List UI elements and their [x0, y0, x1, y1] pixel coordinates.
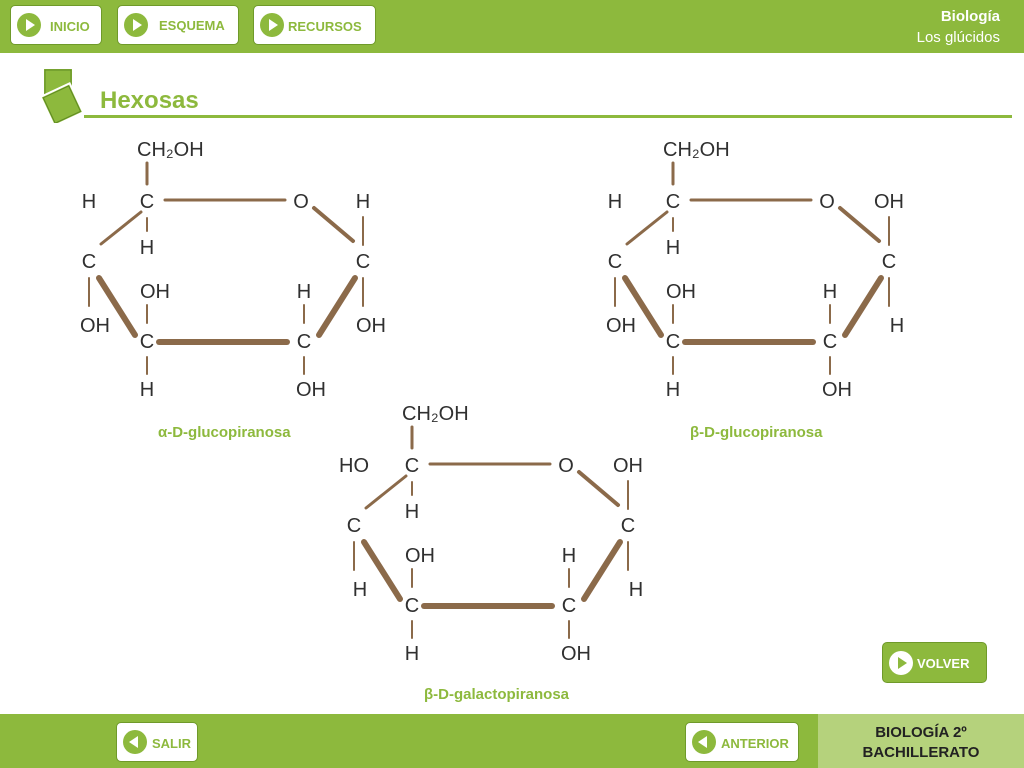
- atom-c5: C: [140, 191, 154, 213]
- caption-beta-d-glucopyranose: β-D-glucopiranosa: [690, 424, 823, 441]
- salir-label: SALIR: [152, 736, 191, 751]
- atom-c2-down: OH: [296, 379, 326, 401]
- subject-label: Biología: [940, 8, 1000, 25]
- atom-c1-down: H: [629, 579, 643, 601]
- back-arrow-icon: [123, 730, 147, 754]
- play-icon: [889, 651, 913, 675]
- esquema-label: ESQUEMA: [159, 18, 225, 33]
- atom-c1-down: H: [890, 315, 904, 337]
- stacked-squares-icon: [39, 67, 85, 123]
- atom-c5-down: H: [140, 237, 154, 259]
- atom-top: CH₂OH: [663, 139, 730, 161]
- title-divider: [84, 115, 1012, 118]
- atom-c5-down: H: [405, 501, 419, 523]
- course-badge: BIOLOGÍA 2º BACHILLERATO: [818, 714, 1024, 768]
- atom-c5: C: [405, 455, 419, 477]
- topic-label: Los glúcidos: [916, 29, 1000, 46]
- atom-c2-up: H: [823, 281, 837, 303]
- recursos-label: RECURSOS: [288, 19, 362, 34]
- atom-c3-up: OH: [140, 281, 170, 303]
- atom-c3: C: [405, 595, 419, 617]
- bond-2: [99, 210, 143, 246]
- volver-button[interactable]: VOLVER: [882, 642, 987, 683]
- play-icon: [17, 13, 41, 37]
- recursos-button[interactable]: RECURSOS: [253, 5, 376, 45]
- atom-c3-up: OH: [666, 281, 696, 303]
- atom-ring-o: O: [558, 455, 574, 477]
- atom-c3-down: H: [140, 379, 154, 401]
- atom-c1-up: H: [356, 191, 370, 213]
- atom-c4-down: OH: [606, 315, 636, 337]
- caption-alpha-d-glucopyranose: α-D-glucopiranosa: [158, 424, 291, 441]
- atom-ring-o: O: [293, 191, 309, 213]
- bond-7: [622, 275, 664, 338]
- back-arrow-icon: [692, 730, 716, 754]
- atom-ring-o: O: [819, 191, 835, 213]
- atom-c2-down: OH: [561, 643, 591, 665]
- atom-c3: C: [140, 331, 154, 353]
- atom-c5: C: [666, 191, 680, 213]
- atom-c2: C: [823, 331, 837, 353]
- atom-c4: C: [347, 515, 361, 537]
- atom-top: CH₂OH: [402, 403, 469, 425]
- inicio-label: INICIO: [50, 19, 90, 34]
- atom-c1-up: OH: [874, 191, 904, 213]
- atom-c1: C: [621, 515, 635, 537]
- bond-9: [581, 539, 623, 602]
- atom-c1: C: [356, 251, 370, 273]
- bond-7: [361, 539, 403, 602]
- atom-c4: C: [82, 251, 96, 273]
- header-info: Biología Los glúcidos: [917, 6, 1000, 48]
- page-title: Hexosas: [100, 87, 199, 114]
- atom-c4-down: OH: [80, 315, 110, 337]
- atom-c1-up: OH: [613, 455, 643, 477]
- atom-c3-down: H: [405, 643, 419, 665]
- atom-c4: C: [608, 251, 622, 273]
- bond-4: [838, 206, 881, 243]
- atom-c2-up: H: [297, 281, 311, 303]
- caption-beta-d-galactopyranose: β-D-galactopiranosa: [424, 686, 570, 703]
- atom-c2: C: [562, 595, 576, 617]
- atom-c1: C: [882, 251, 896, 273]
- play-icon: [124, 13, 148, 37]
- inicio-button[interactable]: INICIO: [10, 5, 102, 45]
- course-line-2: BACHILLERATO: [862, 744, 980, 761]
- atom-c5-left: H: [608, 191, 622, 213]
- bond-4: [312, 206, 355, 243]
- atom-c5-left: H: [82, 191, 96, 213]
- play-icon: [260, 13, 284, 37]
- bond-4: [577, 470, 620, 507]
- salir-button[interactable]: SALIR: [116, 722, 198, 762]
- bond-9: [842, 275, 884, 338]
- atom-c2: C: [297, 331, 311, 353]
- atom-c3-down: H: [666, 379, 680, 401]
- volver-label: VOLVER: [917, 656, 970, 671]
- atom-top: CH₂OH: [137, 139, 204, 161]
- atom-c5-down: H: [666, 237, 680, 259]
- course-line-1: BIOLOGÍA 2º: [875, 724, 967, 741]
- atom-c5-left: HO: [339, 455, 369, 477]
- atom-c2-up: H: [562, 545, 576, 567]
- bond-7: [96, 275, 138, 338]
- atom-c4-down: H: [353, 579, 367, 601]
- esquema-button[interactable]: ESQUEMA: [117, 5, 239, 45]
- anterior-label: ANTERIOR: [721, 736, 789, 751]
- atom-c2-down: OH: [822, 379, 852, 401]
- atom-c3-up: OH: [405, 545, 435, 567]
- anterior-button[interactable]: ANTERIOR: [685, 722, 799, 762]
- atom-c1-down: OH: [356, 315, 386, 337]
- molecule-beta-d-glucopyranose: CH₂OH H C H O OH C C OH H OH H C C H OH: [606, 139, 904, 401]
- bond-2: [364, 474, 408, 510]
- bond-2: [625, 210, 669, 246]
- atom-c3: C: [666, 331, 680, 353]
- bond-9: [316, 275, 358, 338]
